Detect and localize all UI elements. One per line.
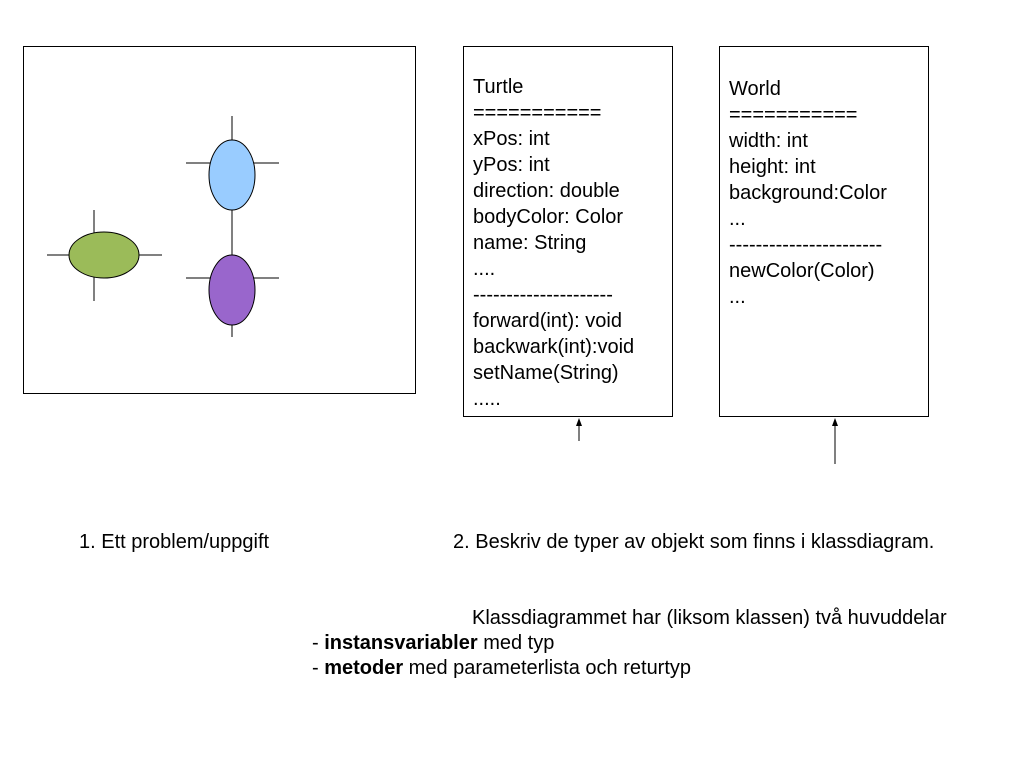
bullet-prefix: - <box>312 632 325 654</box>
class-name: World <box>729 78 781 100</box>
item-text: med parameterlista och returtyp <box>403 657 692 679</box>
ellipsis: ... <box>729 286 746 308</box>
method: backwark(int):void <box>473 336 635 358</box>
attribute: yPos: int <box>473 154 550 176</box>
method: forward(int): void <box>473 310 622 332</box>
attribute: width: int <box>729 130 808 152</box>
green-turtle-icon <box>47 210 162 301</box>
turtle-class-box: Turtle =========== xPos: int yPos: int d… <box>463 46 673 417</box>
attribute: xPos: int <box>473 128 550 150</box>
separator: ----------------------- <box>729 234 883 256</box>
attribute: bodyColor: Color <box>473 206 624 228</box>
notes-intro: Klassdiagrammet har (liksom klassen) två… <box>472 607 947 629</box>
turtle-arrow-icon <box>576 418 582 441</box>
bold-term: instansvariabler <box>324 632 478 654</box>
ellipsis: ..... <box>473 388 501 410</box>
notes-item-methods: - metoder med parameterlista och returty… <box>312 656 947 681</box>
method: setName(String) <box>473 362 619 384</box>
notes-item-instance-variables: - instansvariabler med typ <box>312 631 947 656</box>
attribute: background:Color <box>729 182 887 204</box>
caption-step-2: 2. Beskriv de typer av objekt som finns … <box>453 531 935 553</box>
problem-scene-box <box>23 46 416 394</box>
notes-block: Klassdiagrammet har (liksom klassen) två… <box>312 606 947 681</box>
separator: =========== <box>473 102 602 124</box>
world-arrow-icon <box>832 418 838 464</box>
turtle-scene <box>47 116 279 337</box>
blue-turtle-icon <box>186 116 279 235</box>
class-name: Turtle <box>473 76 524 98</box>
separator: =========== <box>729 104 858 126</box>
bullet-prefix: - <box>312 657 325 679</box>
bold-term: metoder <box>324 657 404 679</box>
item-text: med typ <box>477 632 555 654</box>
caption-step-1: 1. Ett problem/uppgift <box>79 531 270 553</box>
method: newColor(Color) <box>729 260 875 282</box>
world-class-box: World =========== width: int height: int… <box>719 46 929 417</box>
purple-turtle-icon <box>186 233 279 337</box>
attribute: name: String <box>473 232 587 254</box>
ellipsis: ... <box>729 208 746 230</box>
attribute: height: int <box>729 156 816 178</box>
attribute: direction: double <box>473 180 620 202</box>
ellipsis: .... <box>473 258 496 280</box>
separator: --------------------- <box>473 284 613 306</box>
